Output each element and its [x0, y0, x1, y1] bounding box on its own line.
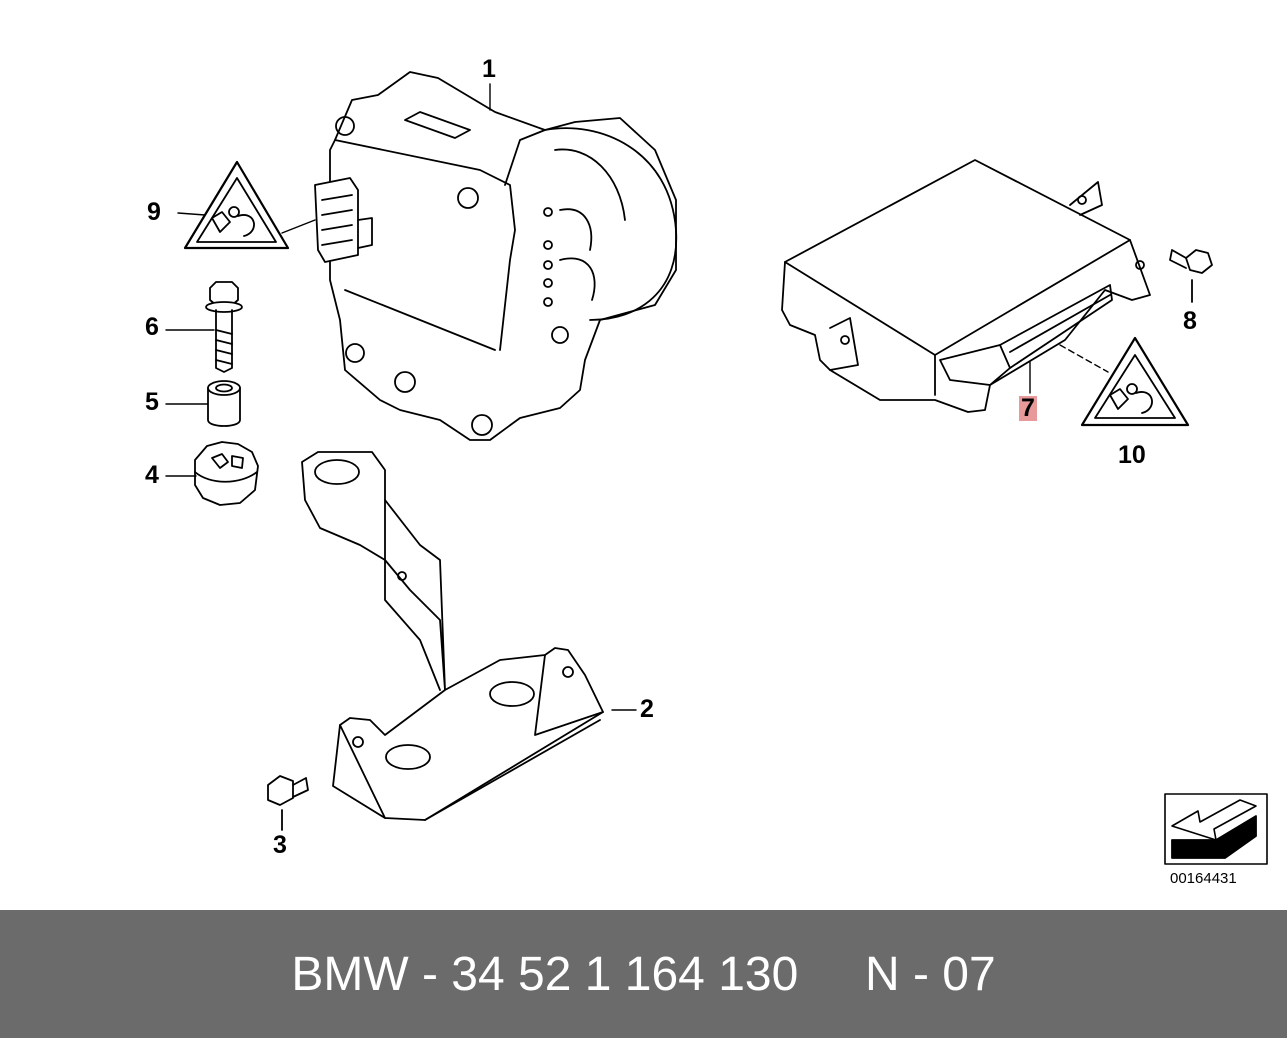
- callout-6: 6: [145, 313, 159, 341]
- callout-9: 9: [147, 198, 161, 226]
- callout-3: 3: [273, 831, 287, 859]
- callout-7: 7: [1019, 394, 1037, 422]
- part-7-control-unit: [782, 160, 1150, 412]
- footer-bar: BMW - 34 52 1 164 130 N - 07: [0, 910, 1287, 1038]
- parts-diagram: 1 2 3 4 5 6 7 8 9 10 00164431: [0, 0, 1287, 910]
- part-3-bolt: [268, 776, 308, 830]
- part-5-sleeve: [208, 381, 240, 426]
- part-6-bolt: [206, 282, 242, 372]
- callout-10: 10: [1118, 441, 1146, 469]
- boss-1: [336, 117, 354, 135]
- callout-8: 8: [1183, 307, 1197, 335]
- callout-4: 4: [145, 461, 159, 489]
- callout-5: 5: [145, 388, 159, 416]
- parts-drawing: [0, 0, 1287, 910]
- callout-2: 2: [640, 695, 654, 723]
- diagram-reference-code: 00164431: [1170, 870, 1237, 887]
- part-2-bracket: [302, 452, 603, 820]
- part-4-grommet: [195, 442, 258, 505]
- part-1-hydraulic-unit: [315, 72, 676, 440]
- part-number-caption: BMW - 34 52 1 164 130 N - 07: [291, 947, 996, 1001]
- callout-1: 1: [482, 55, 496, 83]
- leader-lines: [166, 84, 1108, 710]
- part-8-screw: [1170, 250, 1212, 302]
- part-10-warning-label: [1082, 338, 1188, 425]
- part-9-warning-label: [185, 162, 288, 248]
- orientation-arrow-icon: [1165, 794, 1267, 864]
